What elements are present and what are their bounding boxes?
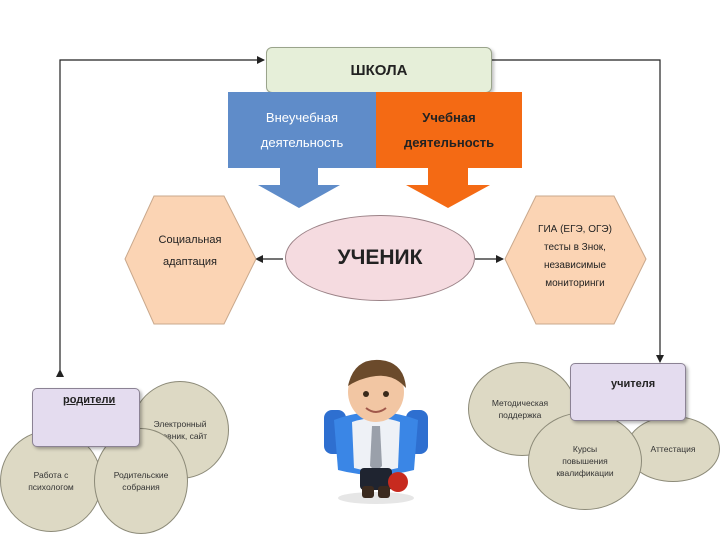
student-boy-illustration xyxy=(324,359,428,504)
parent-meetings-line1: Родительские xyxy=(113,469,169,480)
academic-down-arrow xyxy=(406,168,490,208)
extracurricular-activity-box: Внеучебная деятельность xyxy=(228,92,376,168)
academic-line1: Учебная xyxy=(422,110,476,125)
school-title: ШКОЛА xyxy=(350,61,408,79)
teachers-label-box: учителя xyxy=(570,363,686,421)
exams-line4: мониторинги xyxy=(545,278,605,289)
methodical-line2: поддержка xyxy=(498,410,542,420)
teachers-title: учителя xyxy=(611,378,656,390)
academic-activity-box: Учебная деятельность xyxy=(376,92,522,168)
social-adaptation-line1: Социальная xyxy=(158,234,222,246)
social-adaptation-label: Социальная адаптация xyxy=(140,232,240,270)
attestation-line1: Аттестация xyxy=(650,443,696,454)
school-parents-connector xyxy=(56,56,265,377)
parents-title: родители xyxy=(63,394,116,406)
academic-line2: деятельность xyxy=(403,135,495,150)
parents-label-box: родители xyxy=(32,388,140,447)
school-teachers-connector xyxy=(485,56,664,363)
exams-hexagon xyxy=(504,195,647,325)
student-ellipse: УЧЕНИК xyxy=(285,215,475,301)
courses-line1: Курсы xyxy=(572,443,598,454)
social-adaptation-line2: адаптация xyxy=(162,255,218,268)
psychologist-line1: Работа с xyxy=(33,469,69,480)
student-title: УЧЕНИК xyxy=(337,246,423,269)
exams-line3: независимые xyxy=(543,260,607,271)
school-box: ШКОЛА xyxy=(266,47,492,93)
electronic-diary-line1: Электронный xyxy=(153,418,207,429)
exams-line2: тесты в Знок, xyxy=(544,242,606,253)
social-adaptation-hexagon xyxy=(124,195,257,325)
electronic-diary-line2: дневник, сайт xyxy=(152,431,208,441)
courses-line3: квалификации xyxy=(556,468,614,479)
methodical-line1: Методическая xyxy=(491,397,549,408)
extracurricular-line1: Внеучебная xyxy=(265,110,339,125)
parents-psychologist-circle: Работа с психологом xyxy=(0,430,102,532)
extracurricular-line2: деятельность xyxy=(260,135,344,150)
extracurricular-down-arrow xyxy=(258,168,340,208)
exams-line1: ГИА (ЕГЭ, ОГЭ) xyxy=(538,224,612,235)
parent-meetings-line2: собрания xyxy=(122,482,160,492)
courses-line2: повышения xyxy=(562,455,608,466)
psychologist-line2: психологом xyxy=(28,482,74,492)
exams-label: ГИА (ЕГЭ, ОГЭ) тесты в Знок, независимые… xyxy=(520,222,630,291)
